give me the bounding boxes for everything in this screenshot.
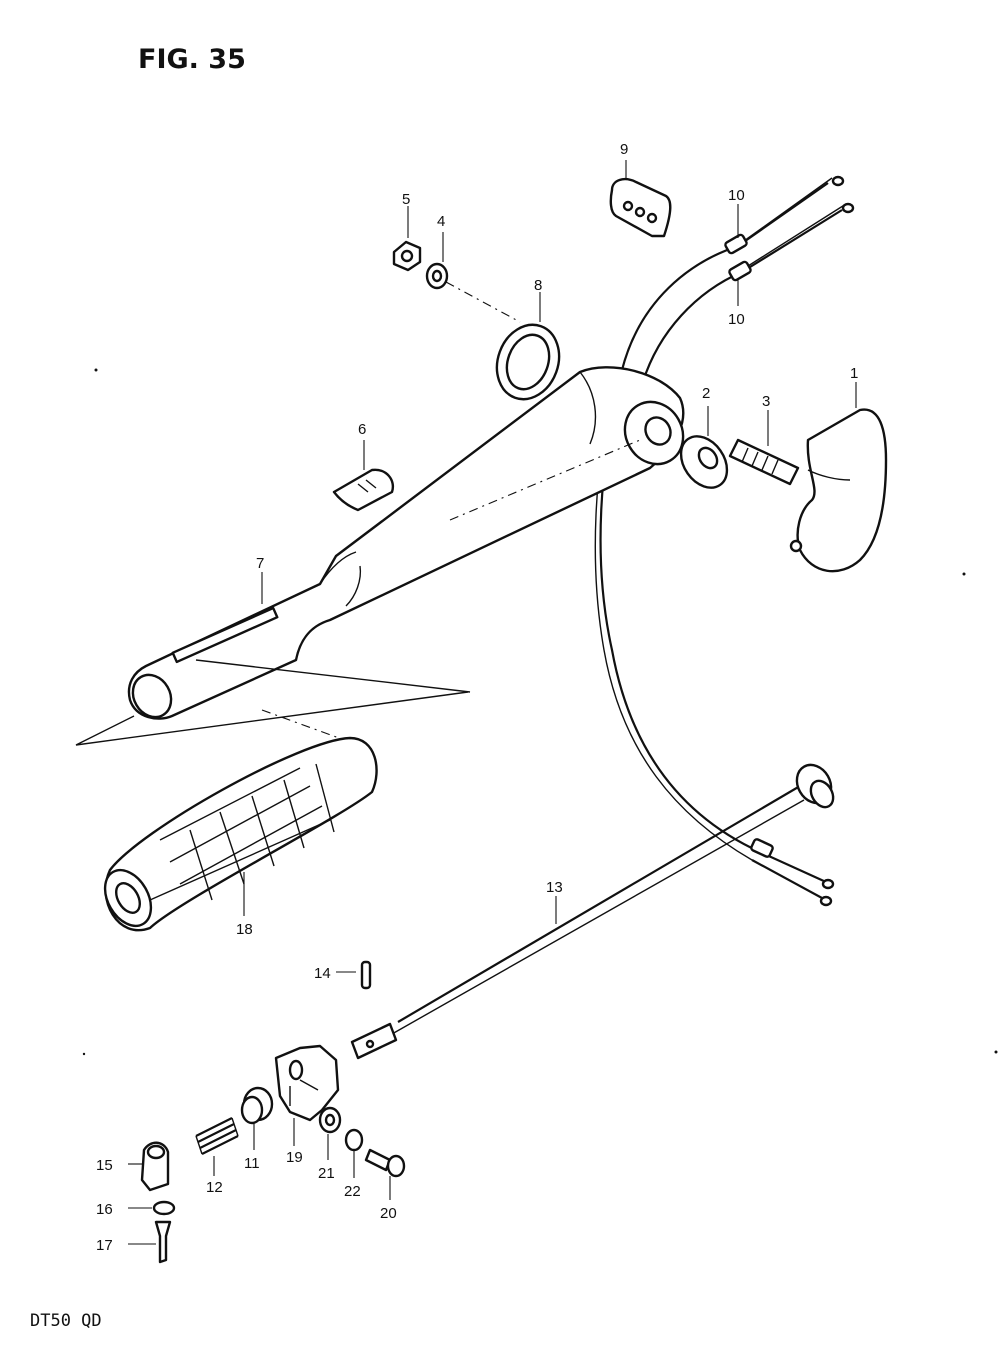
callout-4: 4 [437, 213, 445, 230]
stop-15 [140, 1141, 170, 1192]
bushing-2 [679, 435, 729, 489]
callout-17: 17 [96, 1237, 113, 1254]
callout-21: 21 [318, 1165, 335, 1182]
throttle-grip [103, 736, 378, 932]
collar-11 [240, 1086, 274, 1125]
callout-labels: 1 2 3 4 5 6 7 8 9 10 10 11 12 13 14 15 1… [96, 141, 858, 1254]
callout-5: 5 [402, 191, 410, 208]
screw-17 [154, 1220, 172, 1264]
callout-2: 2 [702, 385, 710, 402]
nut-5 [392, 240, 422, 272]
label-plate-6 [332, 468, 395, 512]
screw-20 [364, 1148, 406, 1178]
bracket-cover [789, 408, 888, 573]
washer-21 [318, 1106, 342, 1134]
bolt-3 [728, 438, 800, 486]
block-19 [274, 1044, 340, 1122]
callout-22: 22 [344, 1183, 361, 1200]
callout-1: 1 [850, 365, 858, 382]
callout-9: 9 [620, 141, 628, 158]
washer-4 [425, 262, 449, 290]
tiller-handle [127, 366, 685, 720]
callout-18: 18 [236, 921, 253, 938]
callout-14: 14 [314, 965, 331, 982]
washer-8 [445, 281, 561, 401]
scan-specks [82, 368, 998, 1056]
callout-8: 8 [534, 277, 542, 294]
plate-9 [609, 178, 672, 238]
pin-14 [360, 960, 372, 990]
callout-3: 3 [762, 393, 770, 410]
callout-15: 15 [96, 1157, 113, 1174]
grip-guide-lines [75, 659, 471, 746]
callout-11: 11 [244, 1155, 260, 1172]
callout-16: 16 [96, 1201, 113, 1218]
callout-12: 12 [206, 1179, 223, 1196]
model-code: DT50 QD [30, 1311, 102, 1331]
callout-6: 6 [358, 421, 366, 438]
washer-22 [344, 1128, 364, 1152]
callout-13: 13 [546, 879, 563, 896]
callout-10-upper: 10 [728, 187, 745, 204]
callout-19: 19 [286, 1149, 303, 1166]
figure-title: FIG. 35 [138, 44, 246, 75]
spring-12 [195, 1117, 239, 1155]
callout-7: 7 [256, 555, 264, 572]
throttle-rod-13 [350, 763, 835, 1060]
leader-lines [128, 160, 857, 1245]
callout-10-lower: 10 [728, 311, 745, 328]
callout-20: 20 [380, 1205, 397, 1222]
washer-16 [152, 1200, 176, 1216]
